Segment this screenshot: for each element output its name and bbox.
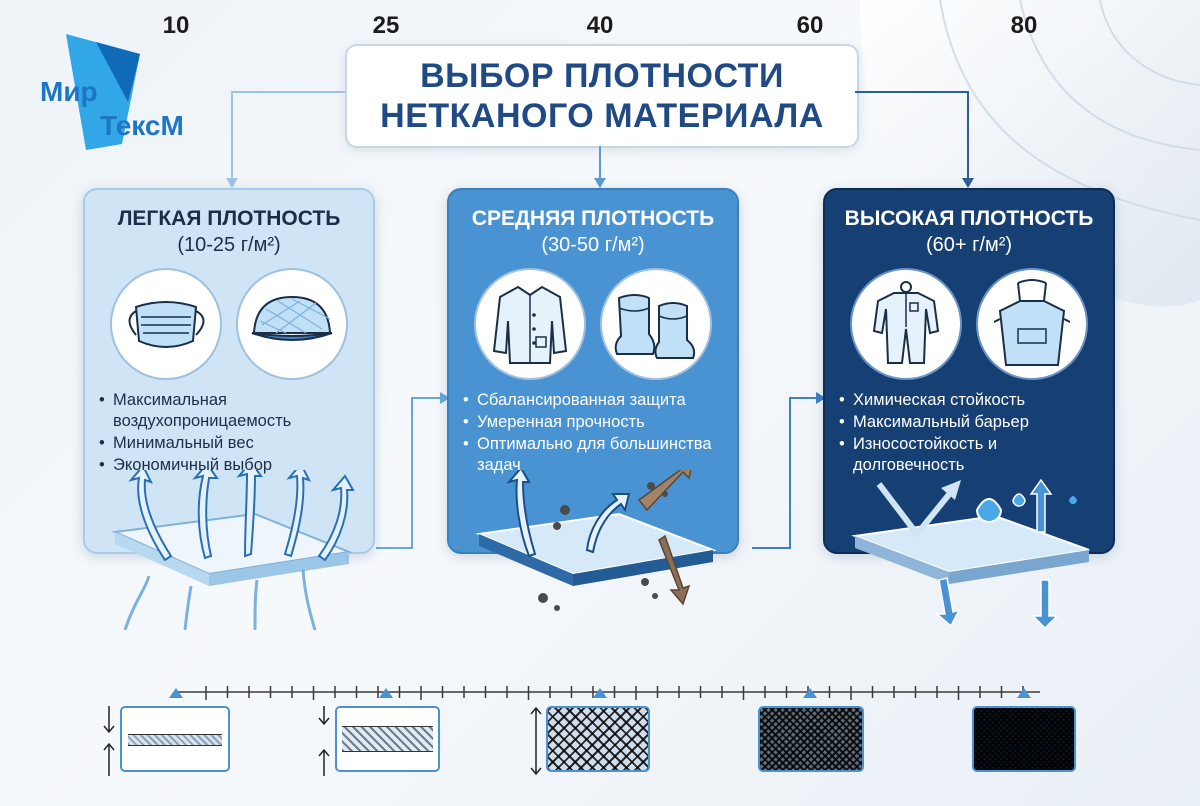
face-mask-icon <box>110 268 222 380</box>
bullet-item: Умеренная прочность <box>463 412 719 433</box>
card-title: ЛЕГКАЯ ПЛОТНОСТЬ <box>117 207 341 230</box>
thickness-marker-thin <box>103 706 115 776</box>
medium-layer-icon <box>335 706 440 772</box>
bouffant-cap-icon <box>236 268 348 380</box>
connector-mid-to-high <box>752 397 816 549</box>
balanced-fabric-illustration <box>475 470 717 611</box>
card-bullets: Сбалансированная защита Умеренная прочно… <box>449 390 737 476</box>
logo-text-bottom: ТексМ <box>100 110 184 141</box>
connector-title-to-light <box>231 91 345 178</box>
bullet-item: Максимальная воздухопроницаемость <box>99 390 355 432</box>
card-range: (30-50 г/м²) <box>541 234 645 256</box>
lab-coat-icon <box>474 268 586 380</box>
card-light-density: ЛЕГКАЯ ПЛОТНОСТЬ (10-25 г/м²) Максимальн… <box>83 188 375 630</box>
bullet-item: Сбалансированная защита <box>463 390 719 411</box>
scale-label-10: 10 <box>162 12 190 39</box>
breathable-fabric-illustration <box>111 470 355 630</box>
connector-light-to-mid <box>376 397 440 549</box>
thickness-marker-mesh <box>530 706 542 776</box>
thin-layer-icon <box>120 706 230 772</box>
card-title: ВЫСОКАЯ ПЛОТНОСТЬ <box>844 207 1094 230</box>
brand-logo: Мир ТексМ <box>36 32 216 162</box>
card-bullets: Химическая стойкость Максимальный барьер… <box>825 390 1113 476</box>
card-range: (60+ г/м²) <box>925 234 1013 256</box>
scale-marker <box>379 688 393 698</box>
bullet-item: Максимальный барьер <box>839 412 1095 433</box>
card-title: СРЕДНЯЯ ПЛОТНОСТЬ <box>471 207 715 230</box>
logo-mark-icon <box>66 34 140 150</box>
scale-label-40: 40 <box>586 12 614 39</box>
card-high-density: ВЫСОКАЯ ПЛОТНОСТЬ (60+ г/м²) Химическая … <box>823 188 1115 630</box>
bullet-item: Износостойкость и долговечность <box>839 434 1095 476</box>
title-line-2: НЕТКАНОГО МАТЕРИАЛА <box>380 97 824 135</box>
scale-label-25: 25 <box>372 12 400 39</box>
coverall-icon <box>850 268 962 380</box>
thickness-marker-medium <box>318 706 330 776</box>
arrow-mid-head <box>594 178 606 188</box>
bullet-item: Химическая стойкость <box>839 390 1095 411</box>
barrier-fabric-illustration <box>851 478 1090 630</box>
bullet-item: Экономичный выбор <box>99 455 355 476</box>
title-line-1: ВЫБОР ПЛОТНОСТИ <box>420 57 784 95</box>
very-dense-mesh-icon <box>972 706 1076 772</box>
mesh-icon <box>546 706 650 772</box>
scale-marker <box>1017 688 1031 698</box>
scale-marker <box>169 688 183 698</box>
page-title: ВЫБОР ПЛОТНОСТИ НЕТКАНОГО МАТЕРИАЛА <box>345 44 859 148</box>
scale-label-80: 80 <box>1010 12 1038 39</box>
card-medium-density: СРЕДНЯЯ ПЛОТНОСТЬ (30-50 г/м²) Сбалансир… <box>447 188 739 611</box>
shoe-covers-icon <box>600 268 712 380</box>
scale-marker <box>803 688 817 698</box>
arrow-light-head <box>226 178 238 188</box>
bullet-item: Оптимально для большинства задач <box>463 434 719 476</box>
scale-label-60: 60 <box>796 12 824 39</box>
logo-text-top: Мир <box>40 76 98 107</box>
apron-icon <box>976 268 1088 380</box>
bullet-item: Минимальный вес <box>99 433 355 454</box>
fabric-roll-background <box>860 0 1200 307</box>
scale-marker <box>593 688 607 698</box>
card-range: (10-25 г/м²) <box>177 234 281 256</box>
dense-mesh-icon <box>758 706 864 772</box>
density-scale <box>169 686 1040 700</box>
card-bullets: Максимальная воздухопроницаемость Минима… <box>85 390 373 476</box>
